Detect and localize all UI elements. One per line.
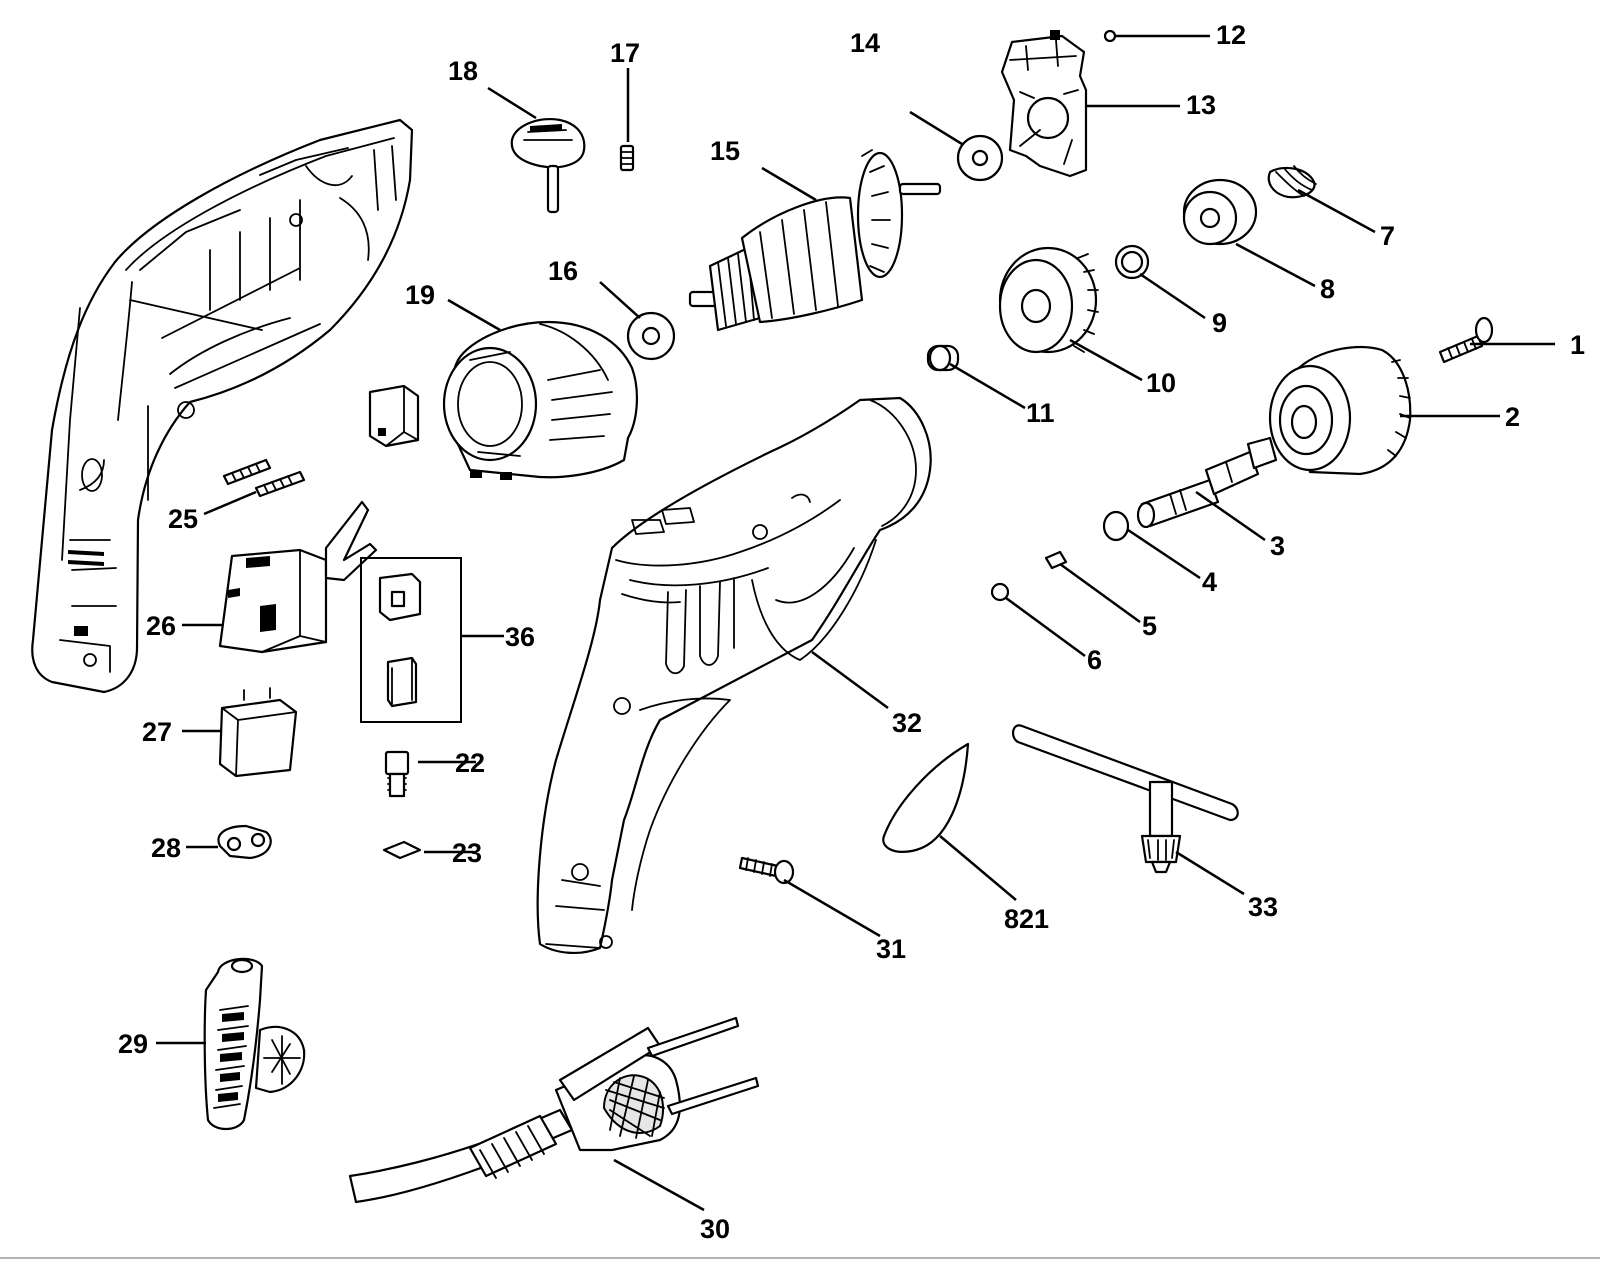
part-22-carbon-brush xyxy=(384,750,410,798)
callout-13: 13 xyxy=(1186,90,1216,120)
callout-labels: 1 2 3 4 5 6 7 8 9 10 11 12 13 14 15 16 1… xyxy=(118,20,1585,1244)
part-14-bearing xyxy=(956,134,1004,182)
part-12-ball xyxy=(1103,29,1117,43)
callout-18: 18 xyxy=(448,56,478,86)
part-31-screw xyxy=(738,856,795,885)
part-2-chuck xyxy=(1268,345,1412,476)
part-16-bearing xyxy=(626,311,676,361)
brush-holder xyxy=(368,384,420,448)
callout-7: 7 xyxy=(1380,221,1395,251)
part-23-plate xyxy=(382,840,422,860)
callout-28: 28 xyxy=(151,833,181,863)
part-25-springs xyxy=(222,458,306,498)
callout-16: 16 xyxy=(548,256,578,286)
callout-11: 11 xyxy=(1026,398,1055,428)
callout-12: 12 xyxy=(1216,20,1246,50)
part-32-housing xyxy=(536,396,932,955)
part-4-retaining-ring xyxy=(1102,510,1130,542)
callout-19: 19 xyxy=(405,280,435,310)
part-19-field-stator xyxy=(442,320,639,480)
part-26-switch xyxy=(218,500,378,654)
left-housing-half xyxy=(31,118,414,694)
part-36-brush-kit xyxy=(360,557,462,723)
part-9-washer xyxy=(1114,244,1150,280)
part-15-armature xyxy=(688,149,942,332)
part-13-bearing-plate xyxy=(1000,30,1088,178)
callout-1: 1 xyxy=(1570,330,1585,360)
callout-32: 32 xyxy=(892,708,922,738)
callout-15: 15 xyxy=(710,136,740,166)
part-17-set-screw xyxy=(619,144,635,172)
part-29-cord-protector xyxy=(203,957,306,1131)
callout-25: 25 xyxy=(168,504,198,534)
callout-33: 33 xyxy=(1248,892,1278,922)
callout-10: 10 xyxy=(1146,368,1176,398)
callout-23: 23 xyxy=(452,838,482,868)
part-27-capacitor xyxy=(218,687,298,778)
part-33-chuck-key xyxy=(1012,724,1239,874)
callout-36: 36 xyxy=(505,622,535,652)
part-1-screw xyxy=(1438,316,1494,364)
part-10-gear xyxy=(998,246,1099,354)
callout-31: 31 xyxy=(876,934,906,964)
callout-2: 2 xyxy=(1505,402,1520,432)
callout-22: 22 xyxy=(455,748,485,778)
leader-lines xyxy=(156,34,1555,1212)
part-7-spring xyxy=(1267,165,1317,199)
part-6-ring xyxy=(990,582,1010,602)
callout-3: 3 xyxy=(1270,531,1285,561)
callout-26: 26 xyxy=(146,611,176,641)
callout-5: 5 xyxy=(1142,611,1157,641)
part-30-plug-cord xyxy=(348,1016,760,1204)
callout-4: 4 xyxy=(1202,567,1217,597)
callout-27: 27 xyxy=(142,717,172,747)
part-28-cord-clamp xyxy=(217,824,272,860)
callout-8: 8 xyxy=(1320,274,1335,304)
callout-821: 821 xyxy=(1004,904,1049,934)
callout-14: 14 xyxy=(850,28,880,58)
part-3-spindle xyxy=(1136,436,1278,529)
part-821-label xyxy=(882,742,970,853)
part-18-speed-knob xyxy=(510,117,586,214)
part-8-disc xyxy=(1182,178,1258,246)
callout-6: 6 xyxy=(1087,645,1102,675)
callout-29: 29 xyxy=(118,1029,148,1059)
callout-9: 9 xyxy=(1212,308,1227,338)
callout-30: 30 xyxy=(700,1214,730,1244)
callout-17: 17 xyxy=(610,38,640,68)
